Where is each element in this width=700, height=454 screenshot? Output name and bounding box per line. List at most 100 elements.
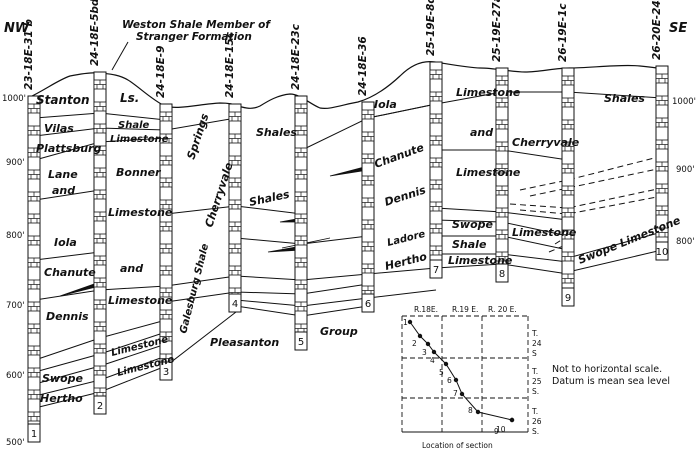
well-number-box: [159, 361, 173, 381]
well-number: 2: [97, 401, 103, 412]
limestone-band: [495, 141, 509, 152]
well-number-box: [429, 259, 443, 279]
limestone-band: [361, 153, 375, 164]
well-id: 24-18E-5bd: [89, 0, 101, 66]
map-well-7: 7: [453, 389, 465, 398]
limestone-band: [655, 183, 669, 194]
label-galesburg: Galesburg Shale: [178, 242, 211, 334]
limestone-band: [228, 243, 242, 254]
limestone-band: [361, 175, 375, 186]
callout-line1: Weston Shale Member of: [122, 19, 271, 31]
label-pleasanton: Pleasanton: [210, 336, 279, 349]
elev-right-800: 800': [676, 237, 695, 247]
well-id: 24-18E-9: [155, 46, 167, 98]
map-caption: Location of section: [422, 441, 493, 450]
label-cherryvale-se: Cherryvale: [512, 136, 580, 149]
direction-nw: NW: [4, 21, 30, 36]
label-group: Group: [320, 325, 358, 338]
limestone-band: [561, 207, 575, 218]
well-id: 26-19E-1c: [557, 3, 569, 62]
limestone-band: [228, 133, 242, 144]
label-plattsburg: Plattsburg: [36, 142, 101, 155]
limestone-band: [294, 301, 308, 312]
limestone-band: [429, 201, 443, 212]
township-t26-s: S.: [532, 427, 539, 436]
limestone-band: [159, 287, 173, 298]
well-number-box: [361, 293, 375, 313]
elev-left-700: 700': [6, 301, 25, 311]
limestone-band: [655, 205, 669, 216]
callout-line2: Stranger Formation: [136, 31, 252, 43]
limestone-band: [93, 189, 107, 200]
limestone-band: [294, 169, 308, 180]
well-number-box: [655, 241, 669, 261]
well-6: 624-18E-36: [357, 36, 375, 313]
map-well-5: 5: [439, 361, 449, 377]
well-id: 26-20E-24a: [651, 0, 663, 60]
range-r18e: R.18E.: [414, 305, 438, 314]
limestone-band: [294, 257, 308, 268]
limestone-band: [561, 229, 575, 240]
label-limestone-bonner: Limestone: [108, 206, 173, 219]
elev-left-900: 900': [6, 158, 25, 168]
note-line2: Datum is mean sea level: [552, 376, 670, 387]
township-t24-s: S: [532, 349, 537, 358]
location-map: R.18E. R.19 E. R. 20 E. T. 24 S T. 25 S.…: [401, 304, 542, 450]
map-grid: [401, 315, 529, 432]
boundary-cherryvale-base: [165, 283, 369, 303]
map-well-number: 4: [430, 356, 435, 365]
label-chanute: Chanute: [44, 266, 96, 279]
label-limestone-se: Limestone: [456, 86, 521, 99]
limestone-band: [561, 163, 575, 174]
limestone-band: [294, 147, 308, 158]
limestone-band: [294, 235, 308, 246]
limestone-band: [655, 73, 669, 84]
limestone-band: [495, 75, 509, 86]
limestone-band: [228, 221, 242, 232]
map-well-8: 8: [468, 406, 481, 415]
limestone-band: [561, 251, 575, 262]
well-9: 9 26-19E-1c: [557, 3, 575, 307]
well-8: 825-19E-27a: [491, 0, 509, 283]
limestone-band: [93, 211, 107, 222]
well-number-box: [27, 423, 41, 443]
limestone-band: [561, 273, 575, 284]
limestone-band: [655, 95, 669, 106]
limestone-band: [495, 207, 509, 218]
label-limestone-2: Limestone: [110, 134, 169, 145]
label-limestone-hertho-se: Limestone: [448, 254, 513, 267]
elev-left-1000: 1000': [2, 94, 26, 104]
boundary-swope-limestone-top: [567, 231, 663, 259]
well-number: 9: [565, 293, 571, 304]
limestone-band: [655, 227, 669, 238]
map-well-number: 5: [439, 368, 444, 377]
limestone-band: [27, 345, 41, 356]
limestone-band: [93, 79, 107, 90]
limestone-band: [159, 199, 173, 210]
well-number: 5: [298, 337, 304, 348]
limestone-band: [27, 389, 41, 400]
limestone-band: [429, 69, 443, 80]
callout-leader: [111, 41, 129, 71]
limestone-band: [27, 323, 41, 334]
well-number: 4: [232, 299, 238, 310]
limestone-band: [429, 223, 443, 234]
map-well-6: 6: [447, 376, 459, 385]
limestone-band: [495, 163, 509, 174]
limestone-band: [27, 103, 41, 114]
label-shale-2: Shale: [118, 120, 149, 131]
well-id: 24-18E-23c: [290, 23, 302, 90]
map-well-1: 1: [403, 318, 413, 327]
limestone-band: [93, 167, 107, 178]
well-2: 2 24-18E-5bd: [89, 0, 107, 415]
label-swope-se: Swope: [452, 218, 494, 231]
limestone-band: [27, 169, 41, 180]
limestone-band: [294, 191, 308, 202]
limestone-band: [361, 219, 375, 230]
elev-left-600: 600': [6, 371, 25, 381]
limestone-band: [159, 331, 173, 342]
label-limestone-swope-se: Limestone: [512, 226, 577, 239]
label-vilas: Vilas: [44, 122, 74, 135]
